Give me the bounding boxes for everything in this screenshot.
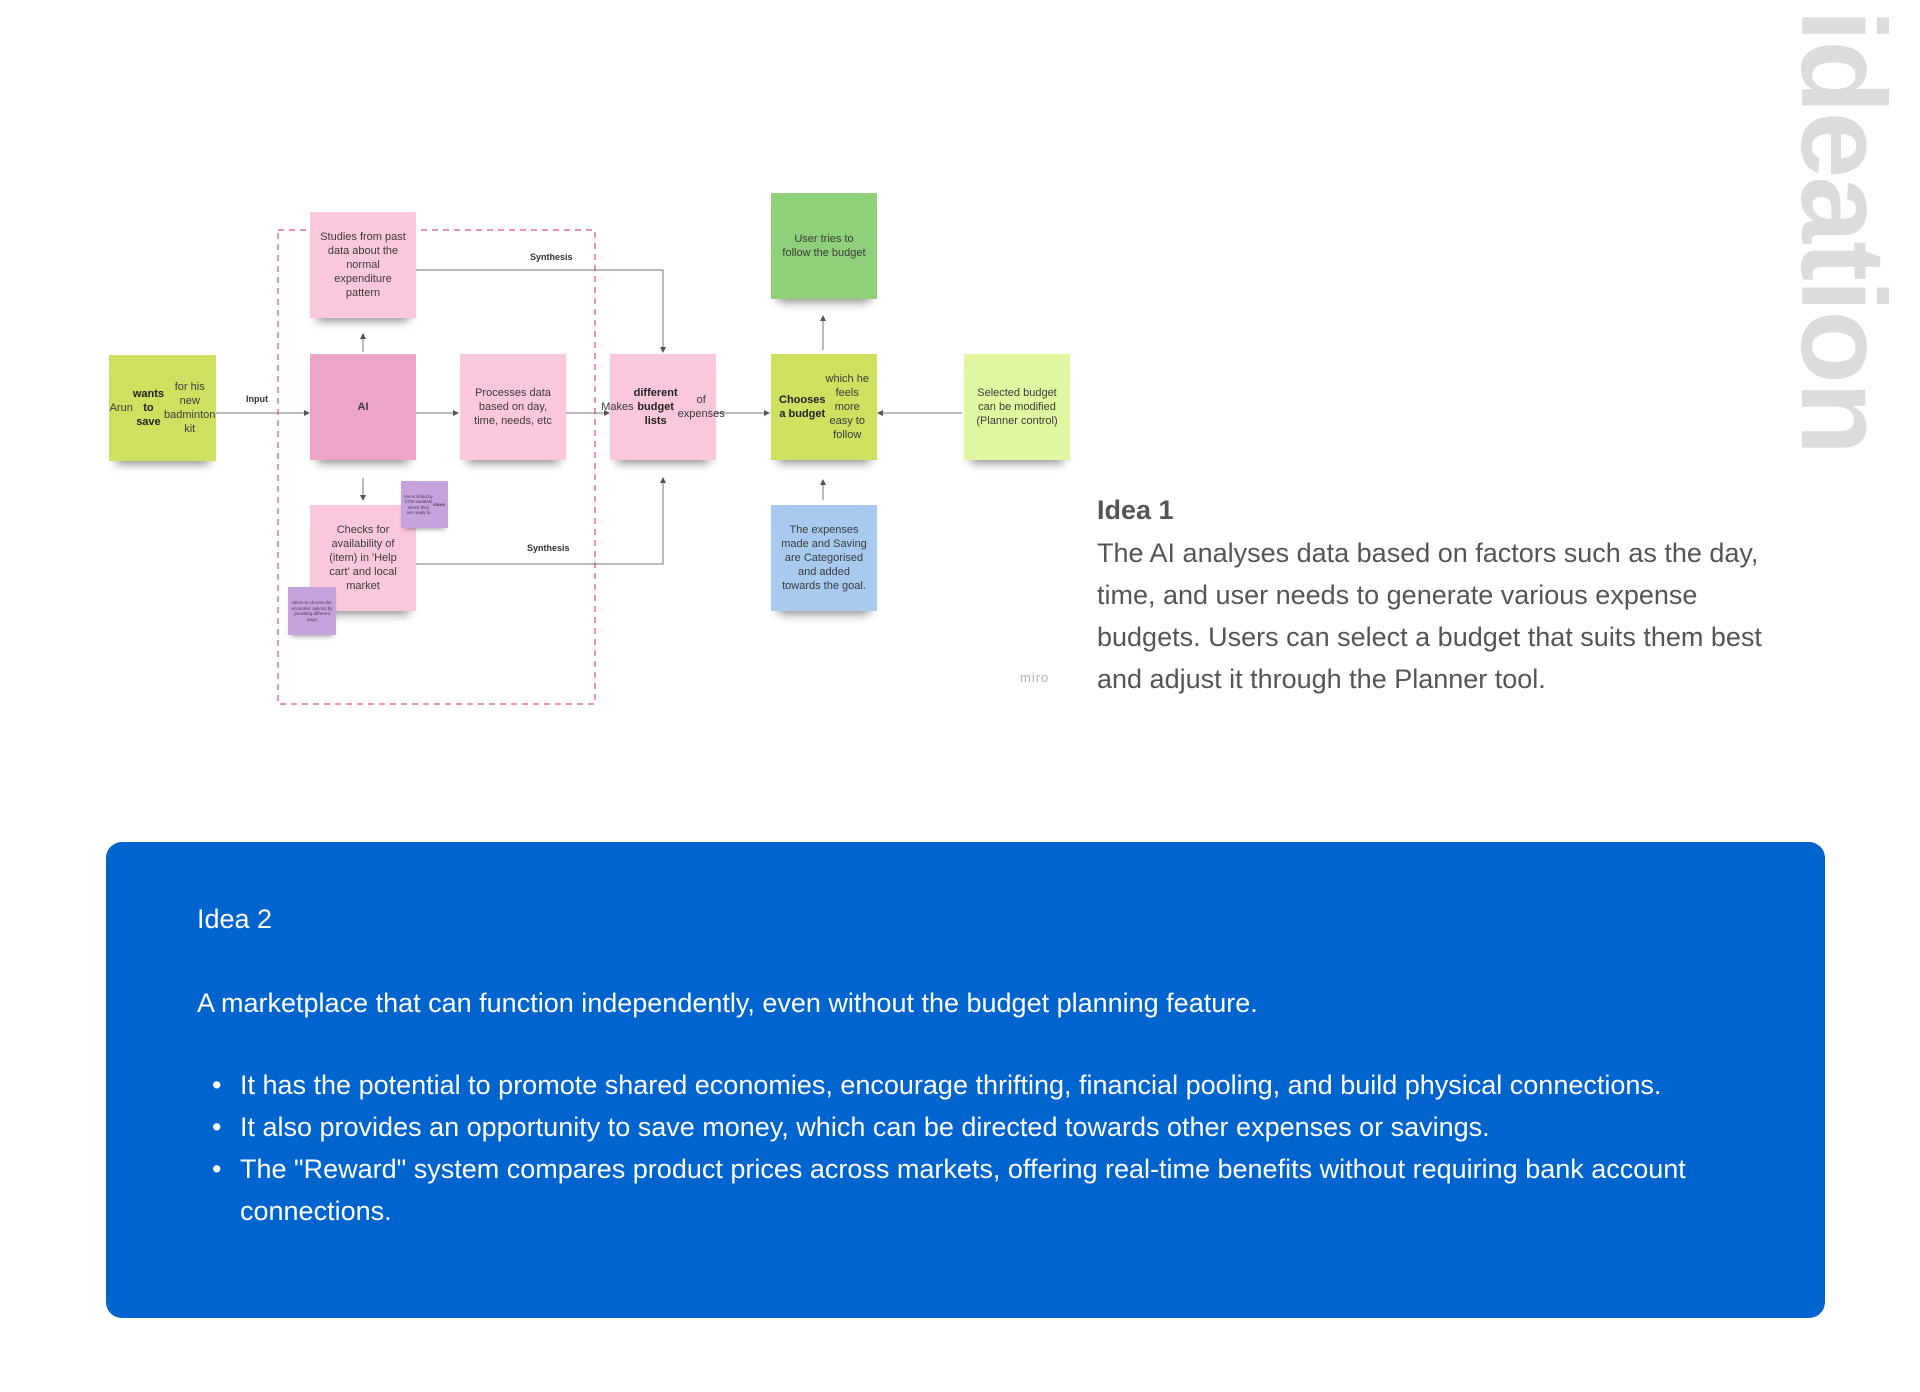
mini-note-share: Items listed by STM students which they …: [401, 481, 448, 528]
arrow-synthesis-top: [416, 269, 666, 353]
diagram-connectors: [216, 229, 962, 705]
list-item: It also provides an opportunity to save …: [212, 1106, 1800, 1148]
label-input: Input: [246, 394, 268, 404]
sticky-selected-budget: Selected budget can be modified (Planner…: [964, 354, 1070, 460]
miro-watermark: miro: [1020, 670, 1050, 685]
page-title: ideation: [1776, 8, 1910, 454]
sticky-ai: AI: [310, 354, 416, 460]
idea1-section: Idea 1 The AI analyses data based on fac…: [1097, 488, 1797, 700]
idea2-title: Idea 2: [197, 904, 273, 934]
sticky-makes-budgets: Makes different budget lists of expenses: [601, 354, 725, 460]
idea2-description: A marketplace that can function independ…: [197, 988, 1258, 1018]
dashed-frame: [277, 229, 596, 705]
label-synthesis-top: Synthesis: [530, 252, 573, 262]
idea1-text: The AI analyses data based on factors su…: [1097, 538, 1762, 694]
sticky-chooses-budget: Chooses a budget which he feels more eas…: [771, 354, 877, 460]
arrow-synthesis-bottom: [416, 477, 666, 565]
idea2-bullet-list: It has the potential to promote shared e…: [197, 1064, 1800, 1232]
sticky-user-tries: User tries to follow the budget: [771, 193, 877, 299]
sticky-expenses: The expenses made and Saving are Categor…: [771, 505, 877, 611]
list-item: It has the potential to promote shared e…: [212, 1064, 1800, 1106]
sticky-studies: Studies from past data about the normal …: [310, 212, 416, 318]
sticky-processes: Processes data based on day, time, needs…: [460, 354, 566, 460]
idea1-title: Idea 1: [1097, 495, 1174, 525]
flow-diagram: Input Synthesis Synthesis Arun wants to …: [0, 0, 1100, 720]
list-item: The "Reward" system compares product pri…: [212, 1148, 1800, 1232]
idea2-panel: Idea 2 A marketplace that can function i…: [106, 842, 1825, 1318]
mini-note-economic: Items to choose the economic options by …: [288, 587, 336, 635]
sticky-arun-goal: Arun wants to save for his new badminton…: [109, 355, 216, 461]
label-synthesis-bottom: Synthesis: [527, 543, 570, 553]
